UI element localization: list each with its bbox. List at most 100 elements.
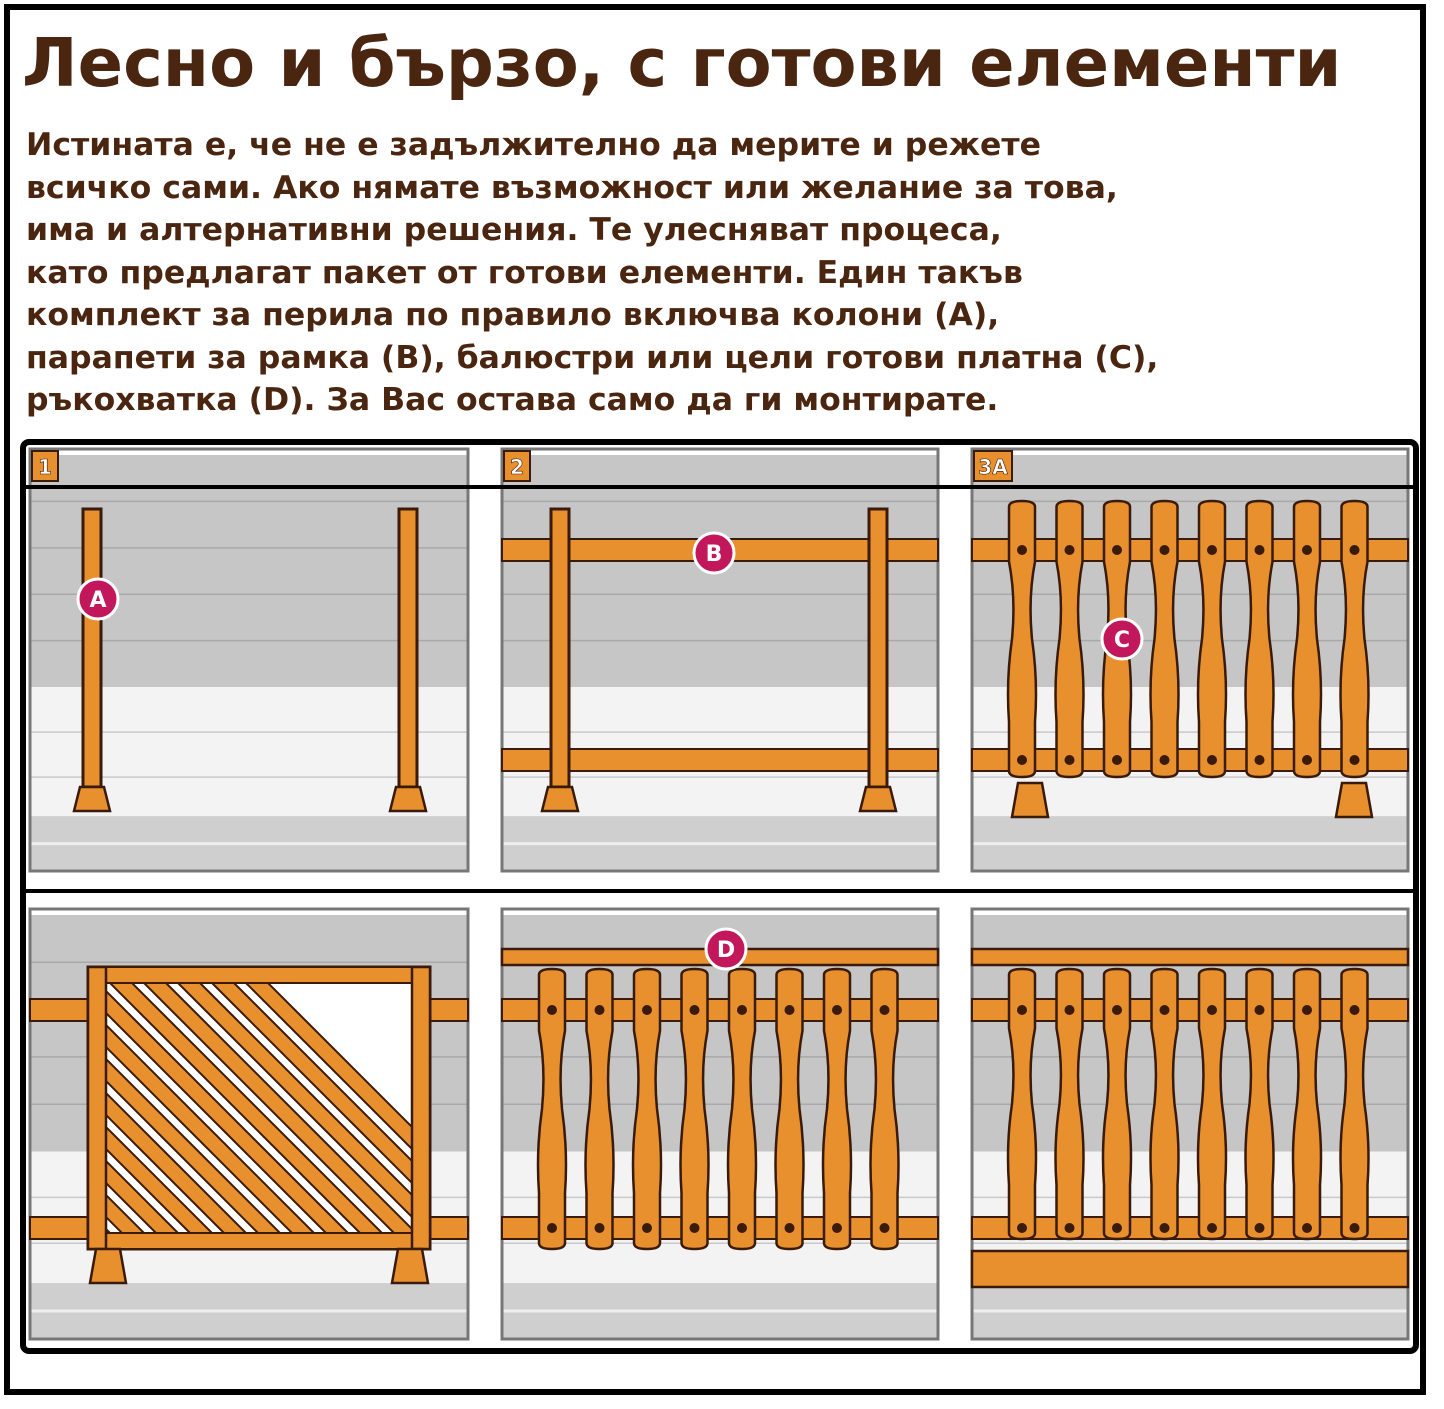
- screw: [879, 1005, 890, 1015]
- component-marker-label: C: [1114, 628, 1130, 653]
- screw: [1207, 545, 1217, 555]
- baluster: [1006, 499, 1038, 779]
- step-panel-2: 2B: [500, 447, 940, 873]
- screw: [832, 1223, 842, 1233]
- panel-border: [28, 447, 470, 873]
- intro-paragraph: Истината е, че не е задължително да мери…: [26, 124, 1158, 422]
- panel-border: [500, 447, 940, 873]
- component-marker: [76, 577, 120, 621]
- intro-line: като предлагат пакет от готови елементи.…: [26, 254, 1023, 291]
- column-foot: [540, 785, 580, 813]
- step-number: 3A: [978, 455, 1008, 479]
- step-panel-1: 1A: [28, 447, 470, 873]
- handrail: [970, 947, 1410, 967]
- screw: [1207, 755, 1217, 765]
- screw: [1302, 1005, 1312, 1015]
- baluster: [536, 967, 568, 1251]
- screw: [1159, 755, 1170, 765]
- baluster: [1101, 967, 1133, 1241]
- component-marker: [692, 531, 736, 575]
- column-foot: [72, 785, 112, 813]
- baluster: [1339, 499, 1370, 779]
- screw: [784, 1223, 795, 1233]
- column-foot: [858, 785, 898, 813]
- intro-line: парапети за рамка (В), балюстри или цели…: [26, 339, 1159, 376]
- screw: [1112, 1223, 1122, 1233]
- diagonal-slats: [88, 967, 430, 1249]
- frame-side: [86, 965, 108, 1251]
- screw: [1064, 1005, 1075, 1015]
- step-number: 1: [38, 455, 52, 479]
- intro-line: ръкохватка (D). За Вас остава само да ги…: [26, 382, 999, 418]
- screw: [879, 1223, 890, 1233]
- step-number-badge: [973, 450, 1013, 482]
- baluster: [1244, 967, 1275, 1241]
- screw: [1302, 545, 1312, 555]
- step-panel-3a: 3A C: [970, 447, 1410, 873]
- screw: [737, 1005, 747, 1015]
- panel-border: [970, 907, 1410, 1341]
- column-foot: [388, 785, 428, 813]
- column: [549, 507, 571, 789]
- baluster: [1291, 967, 1323, 1241]
- screw: [832, 1005, 842, 1015]
- screw: [1207, 1223, 1217, 1233]
- baluster: [584, 967, 615, 1251]
- diagonal-slat: [88, 971, 366, 1249]
- baluster: [1149, 499, 1180, 779]
- baluster: [1149, 967, 1180, 1241]
- column: [397, 507, 419, 789]
- screw: [1302, 1223, 1312, 1233]
- step-number: 2: [510, 455, 524, 479]
- screw: [1159, 545, 1170, 555]
- screw: [642, 1223, 652, 1233]
- screw: [1017, 755, 1027, 765]
- screw: [547, 1005, 557, 1015]
- panel-border: [500, 907, 940, 1341]
- panel-border: [28, 907, 470, 1341]
- baluster: [1291, 499, 1323, 779]
- screw: [1017, 1223, 1027, 1233]
- panel-border: [970, 447, 1410, 873]
- screw: [689, 1223, 700, 1233]
- baluster: [1006, 967, 1038, 1241]
- screw: [1017, 545, 1027, 555]
- step-number-badge: [503, 450, 531, 482]
- baluster: [869, 967, 900, 1251]
- baluster: [1196, 967, 1228, 1241]
- screw: [1254, 755, 1265, 765]
- screw: [1064, 1223, 1075, 1233]
- diagonal-slat: [88, 1039, 298, 1249]
- bottom-board: [970, 1249, 1410, 1289]
- diagonal-slat: [160, 967, 430, 1237]
- intro-line: всичко сами. Ако нямате възможност или ж…: [26, 169, 1118, 206]
- screw: [1207, 1005, 1217, 1015]
- step-panel-5: D: [500, 907, 940, 1341]
- screw: [1017, 1005, 1027, 1015]
- component-marker-label: A: [89, 588, 106, 613]
- intro-line: има и алтернативни решения. Те улесняват…: [26, 212, 1002, 248]
- wall: [30, 455, 468, 688]
- frame-side: [410, 965, 432, 1251]
- diagonal-slat: [88, 1005, 332, 1249]
- step-panel-4: [28, 907, 470, 1341]
- diagonal-slat: [92, 967, 400, 1249]
- screw: [594, 1223, 605, 1233]
- column-foot: [1334, 781, 1374, 819]
- frame-rail: [87, 966, 431, 984]
- screw: [1254, 1223, 1265, 1233]
- frame-rail: [501, 748, 939, 772]
- component-marker-label: D: [717, 938, 735, 963]
- screw: [1159, 1223, 1170, 1233]
- screw: [784, 1005, 795, 1015]
- screw: [594, 1005, 605, 1015]
- diagonal-slat: [126, 967, 430, 1249]
- column-foot: [390, 1247, 430, 1285]
- baluster: [774, 967, 805, 1251]
- frame-rail: [87, 1232, 431, 1250]
- page-title: Лесно и бързо, с готови елементи: [22, 24, 1342, 102]
- baluster: [1054, 967, 1085, 1241]
- baluster: [821, 967, 853, 1251]
